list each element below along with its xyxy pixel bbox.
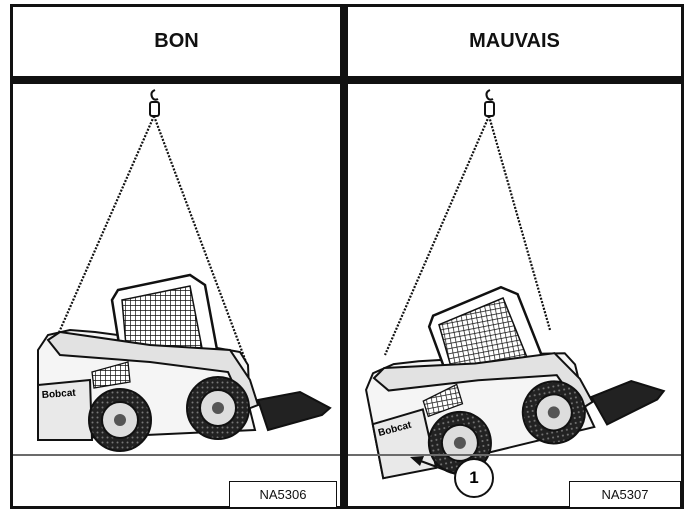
heading-correct: BON [13, 7, 340, 76]
figure-code: NA5307 [569, 481, 681, 507]
ground-line [13, 454, 340, 456]
heading-incorrect: MAUVAIS [348, 7, 681, 76]
ground-line [348, 454, 681, 456]
header-divider [10, 76, 684, 84]
figure-code: NA5306 [229, 481, 337, 507]
callout-number: 1 [454, 458, 494, 498]
